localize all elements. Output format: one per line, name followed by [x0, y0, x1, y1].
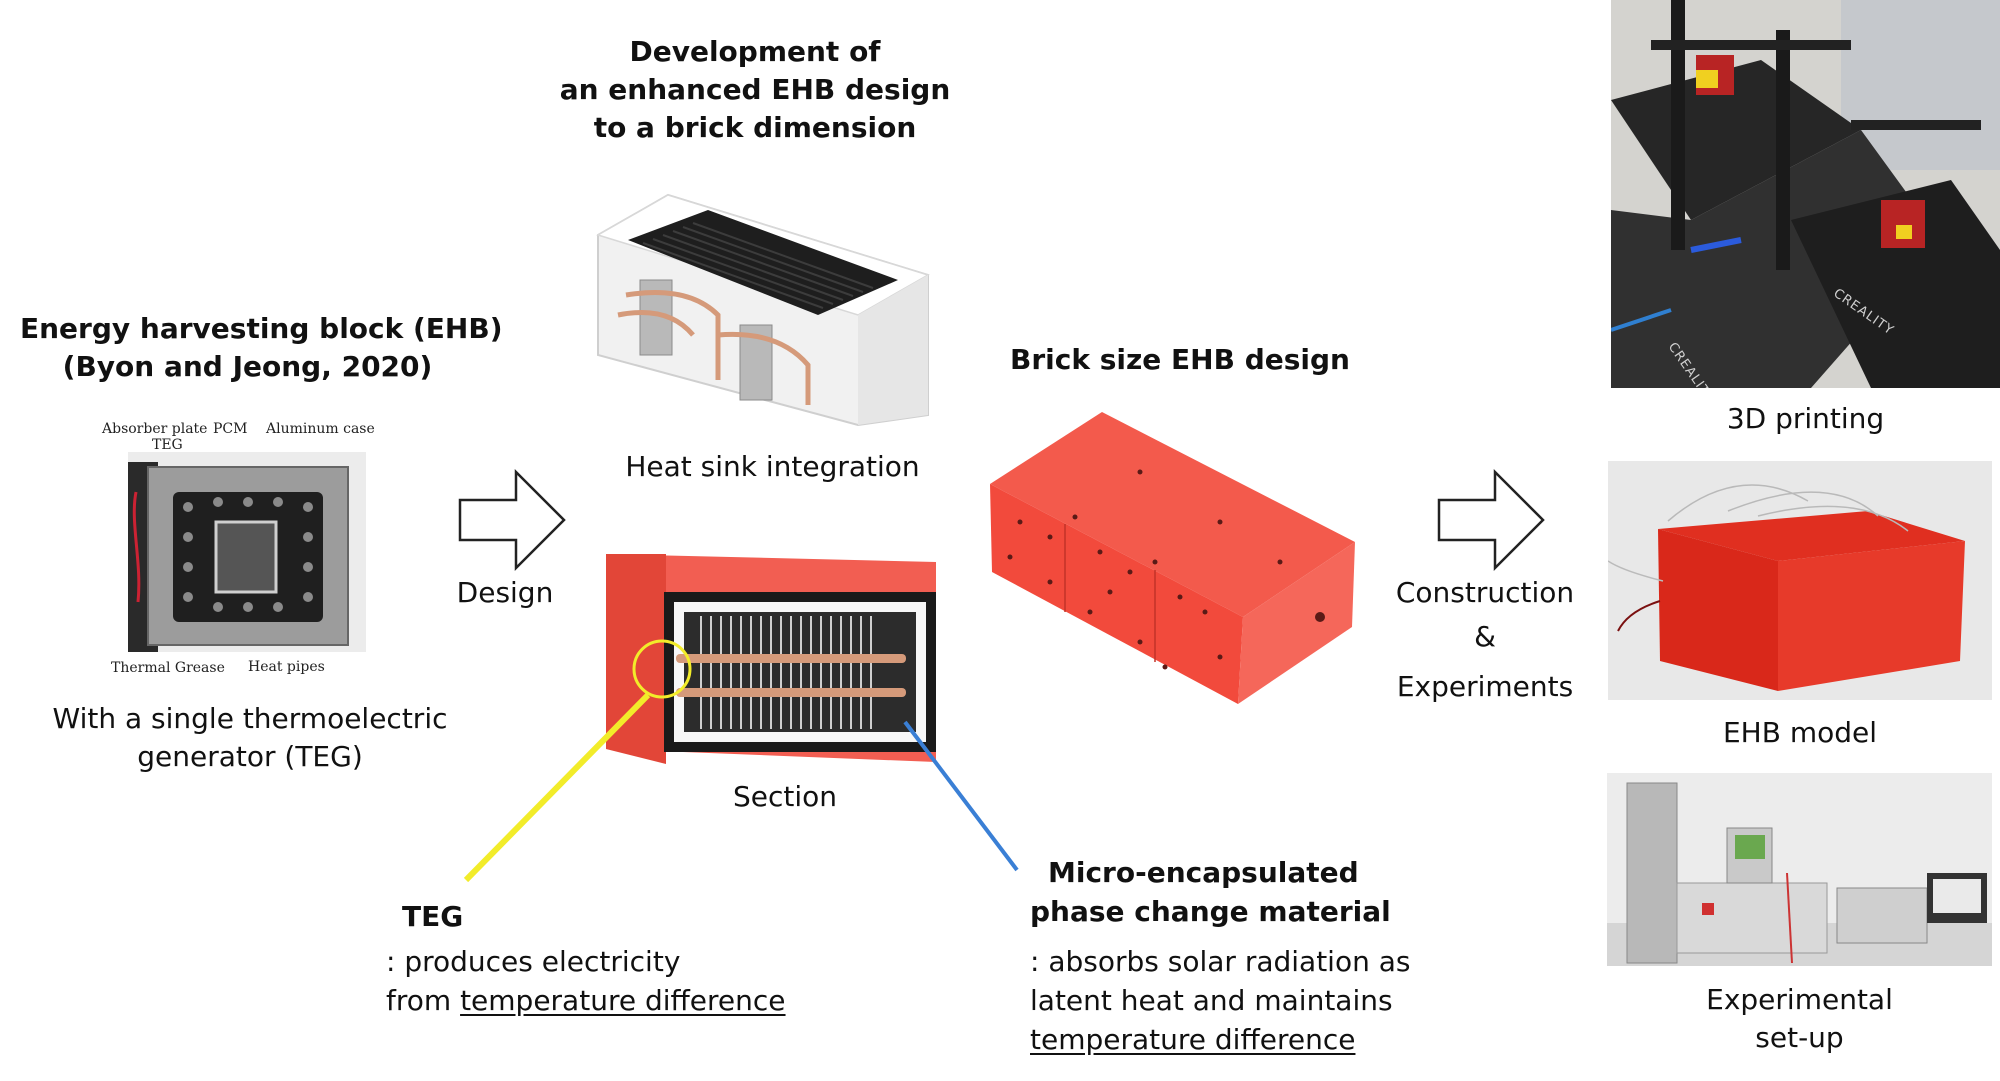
teg-callout-line2-underlined: temperature difference	[460, 984, 786, 1017]
label-heat-pipes: Heat pipes	[248, 659, 325, 675]
pcm-callout-line1: : absorbs solar radiation as	[1030, 945, 1411, 978]
label-absorber-plate: Absorber plate	[102, 421, 208, 437]
ehb-model-illustration	[1608, 461, 1992, 700]
brick-render	[990, 412, 1355, 704]
teg-callout-title: TEG	[402, 900, 464, 933]
printer-illustration	[1611, 0, 2000, 388]
development-line1: Development of	[629, 35, 881, 68]
label-thermal-grease: Thermal Grease	[111, 660, 225, 676]
label-pcm: PCM	[213, 421, 248, 437]
construction-arrow	[1437, 468, 1545, 572]
teg-callout-line	[463, 692, 651, 883]
setup-caption-line2: set-up	[1755, 1021, 1844, 1054]
ehb-block-illustration	[128, 452, 366, 652]
experimental-setup-photo	[1607, 773, 1992, 966]
ehb-title-line1: Energy harvesting block (EHB)	[20, 312, 503, 345]
section-caption: Section	[732, 780, 838, 813]
pcm-callout-line	[903, 720, 1019, 872]
heat-sink-caption: Heat sink integration	[625, 450, 920, 483]
pcm-callout-line2: latent heat and maintains	[1030, 984, 1393, 1017]
design-label: Design	[456, 576, 554, 609]
ehb-model-caption: EHB model	[1722, 716, 1878, 749]
development-line3: to a brick dimension	[593, 111, 917, 144]
pcm-callout-line3: temperature difference	[1030, 1023, 1356, 1056]
section-render	[606, 554, 936, 764]
setup-illustration	[1607, 773, 1992, 966]
setup-caption-line1: Experimental	[1706, 983, 1893, 1016]
3d-printing-caption: 3D printing	[1726, 402, 1885, 435]
ehb-model-photo	[1608, 461, 1992, 700]
design-arrow	[458, 468, 566, 572]
3d-printing-photo: CREALITY CREALITY	[1611, 0, 2000, 388]
teg-callout-line2: from temperature difference	[386, 984, 786, 1017]
heat-sink-render	[596, 193, 930, 427]
teg-callout-line2-prefix: from	[386, 984, 461, 1017]
development-line2: an enhanced EHB design	[559, 73, 951, 106]
label-teg: TEG	[152, 437, 183, 453]
ehb-caption-line2: generator (TEG)	[137, 740, 363, 773]
label-aluminum-case: Aluminum case	[266, 421, 375, 437]
pcm-callout-title-line2: phase change material	[1030, 895, 1391, 928]
ehb-title-line2: (Byon and Jeong, 2020)	[62, 350, 433, 383]
construction-line1: Construction	[1395, 576, 1575, 609]
construction-line2: &	[1474, 620, 1496, 653]
brick-title: Brick size EHB design	[1010, 343, 1350, 376]
teg-callout-line1: : produces electricity	[386, 945, 681, 978]
pcm-callout-title-line1: Micro-encapsulated	[1048, 856, 1359, 889]
ehb-photo	[128, 452, 366, 652]
ehb-caption-line1: With a single thermoelectric	[52, 702, 448, 735]
construction-line3: Experiments	[1396, 670, 1574, 703]
